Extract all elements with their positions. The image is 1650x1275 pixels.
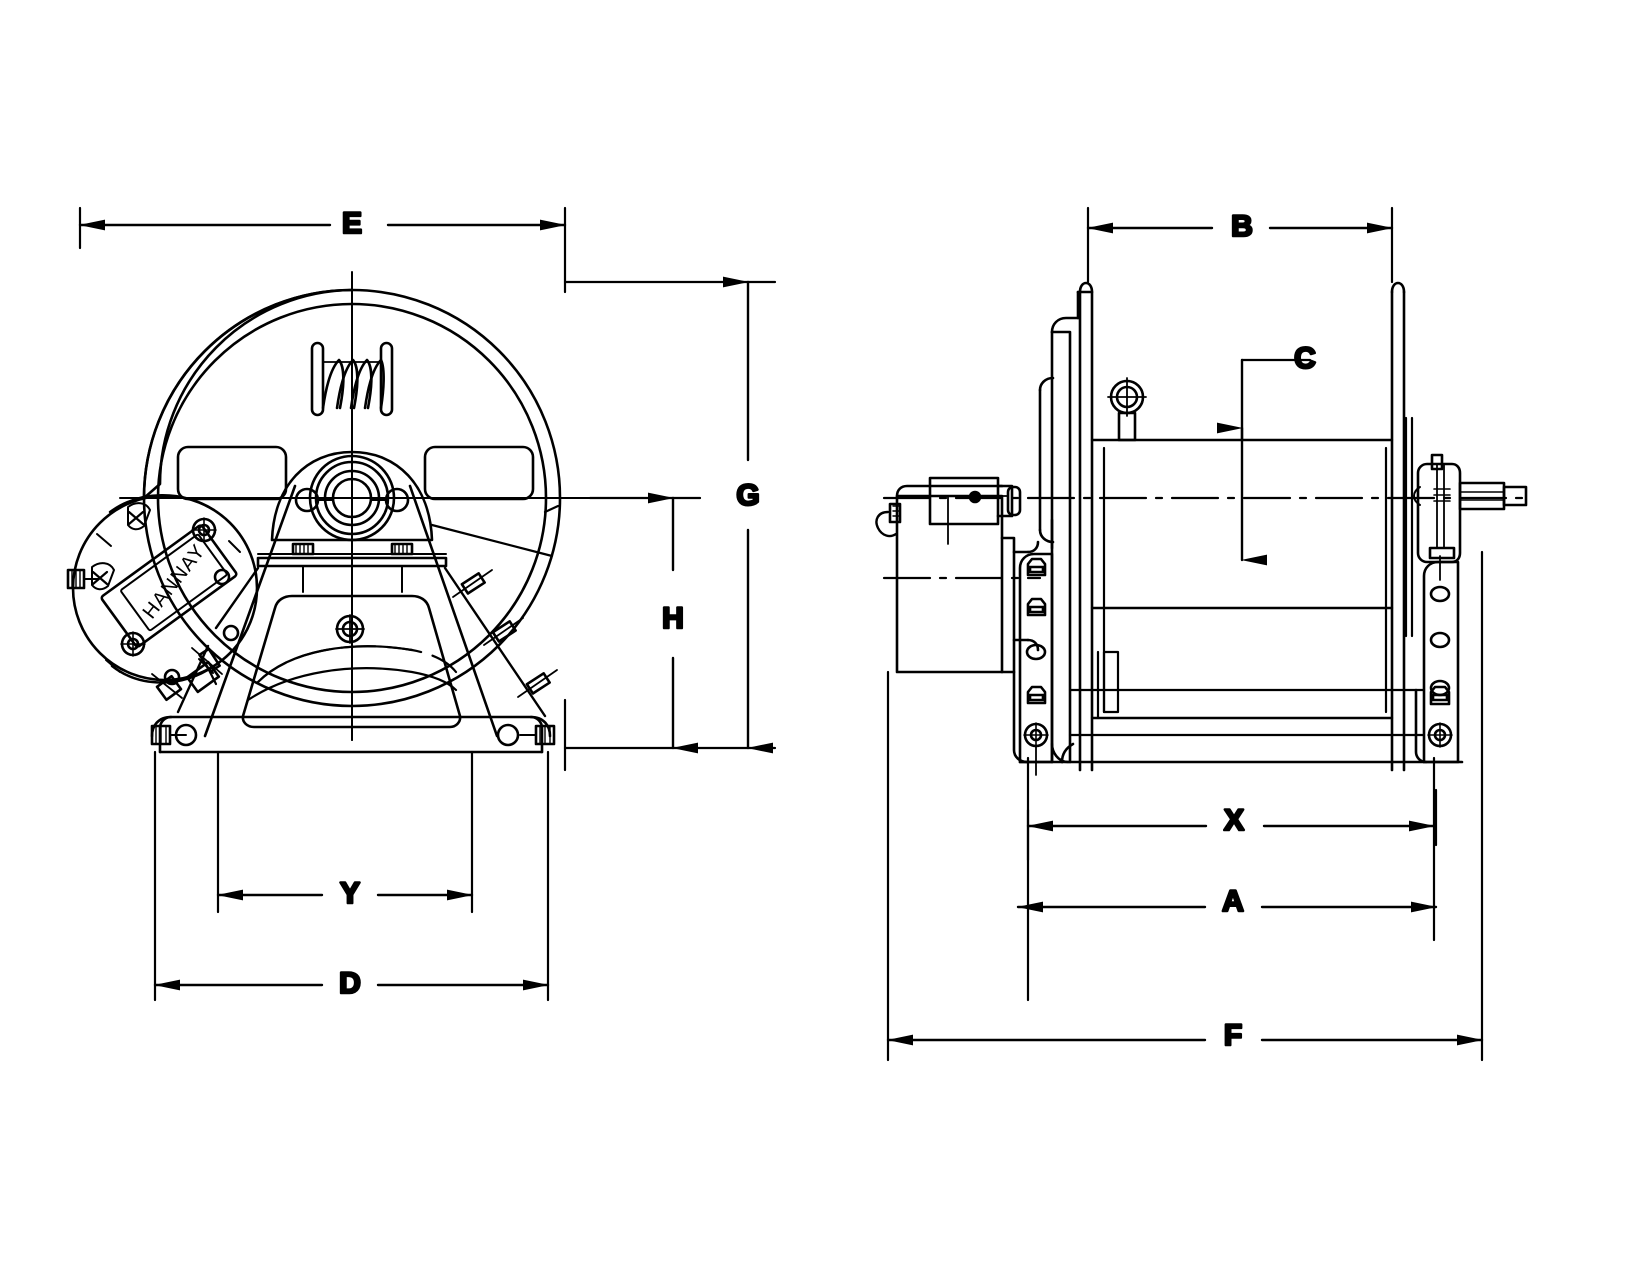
dimension-label-B: B [1231,210,1253,243]
pedestal-frame [150,484,552,754]
flange-cutout-right [423,445,535,501]
right-leg-grease-fitting [1427,722,1453,748]
right-leg-hole-2 [1429,631,1451,649]
side-view-extension-lines [886,206,1484,1062]
grease-zerk-lower [91,562,115,591]
dimension-label-A: A [1222,885,1244,918]
base-bolt-right [390,542,414,593]
dimension-label-G: G [736,479,759,512]
leg-bolt-2 [1026,597,1047,617]
tie-rod-anchor-right [519,724,556,746]
gearbox-housing [1000,536,1040,674]
right-support-leg [1414,555,1464,764]
side-view-group: B C X A F [875,206,1532,1062]
left-support-leg [1012,552,1070,776]
leg-bolt-1 [1026,557,1047,577]
leg-hole-1 [1025,643,1047,661]
grease-fitting-pedestal [335,614,365,644]
motor-tick-marks [96,533,241,674]
flange-cutout-left [176,445,288,501]
guide-arm-tip [543,504,560,514]
tie-rod-right [443,566,558,746]
guide-arm [430,523,554,558]
drive-motor [875,476,1022,674]
bearing-base-plate [256,542,448,593]
dimension-F: F [886,1018,1484,1053]
leg-grease-fitting [1023,722,1049,776]
left-frame-plate [1038,290,1092,764]
right-leg-bolt [1429,685,1451,706]
motor-housing-end-view [66,494,259,702]
dimension-A: A [1016,884,1438,919]
left-reel-disc [1078,281,1094,772]
base-rail [1060,688,1426,764]
dimension-label-D: D [339,967,361,1000]
tie-rod-anchor-left [150,724,187,746]
dimension-label-E: E [342,207,362,240]
right-leg-hole-1 [1429,585,1451,603]
dimension-E: E [78,206,567,241]
bearing-hub [270,450,434,542]
hose-coil-icon [310,341,394,417]
dimension-label-Y: Y [340,877,360,910]
dimension-G: G [723,276,773,754]
side-view-axis-centerline [882,496,1532,580]
right-reel-disc [1390,281,1414,772]
swivel-outlet [1413,453,1528,564]
base-bolt-left [291,542,315,593]
motor-clamp [151,673,183,702]
dimension-label-H: H [662,602,684,635]
dimension-X: X [1026,803,1436,838]
end-view-group: E G H Y D [66,206,777,1001]
drum-inner-panel [1096,446,1388,720]
dimension-label-X: X [1224,804,1244,837]
dimension-H: H [648,492,698,754]
nameplate [100,524,238,648]
dimension-Y: Y [216,876,474,911]
brand-nameplate-text: HANNAY [139,540,210,623]
dimension-label-F: F [1224,1019,1242,1052]
grease-zerk-upper [127,502,151,531]
dimension-B: B [1086,209,1394,244]
dimension-label-C: C [1294,342,1316,375]
tie-rod-left [150,566,260,746]
dimension-C: C [1217,341,1317,566]
motor-flange-bolts [120,517,240,686]
leg-bolt-3 [1026,685,1047,705]
dimension-D: D [153,966,550,1001]
drum-grease-fitting [1107,377,1147,442]
motor-side-boss [66,568,99,590]
